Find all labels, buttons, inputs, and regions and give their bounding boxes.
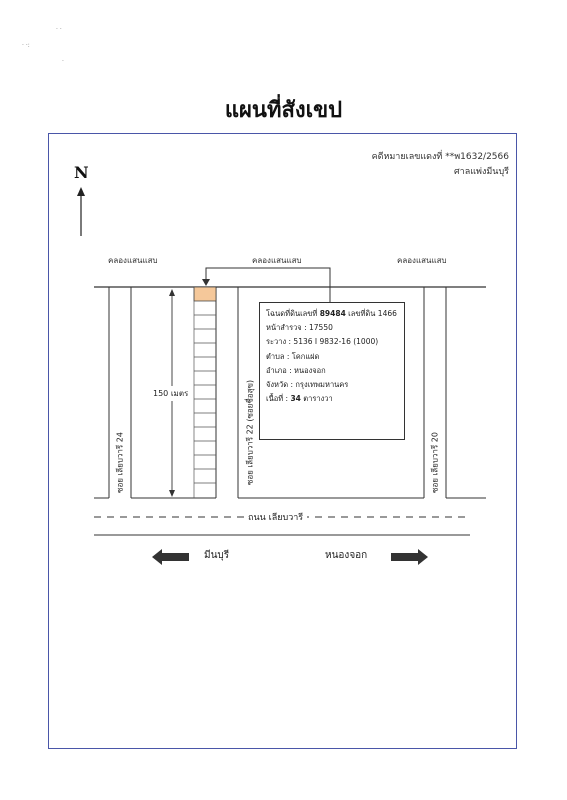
canal-label-left: คลองแสนแสบ bbox=[108, 256, 158, 265]
subject-plot bbox=[193, 286, 217, 302]
scribble-mark: · bbox=[62, 58, 64, 65]
court-name: ศาลแพ่งมีนบุรี bbox=[453, 167, 509, 177]
north-arrow-icon bbox=[77, 187, 85, 236]
case-info: คดีหมายเลขแดงที่ **พ1632/2566 ศาลแพ่งมีน… bbox=[372, 150, 509, 180]
soi-22-road bbox=[215, 287, 424, 499]
north-label: N bbox=[74, 163, 89, 182]
subdistrict: ตำบล : โคกแฝด bbox=[266, 351, 320, 361]
province: จังหวัด : กรุงเทพมหานคร bbox=[266, 380, 349, 390]
soi-24-road bbox=[94, 287, 216, 499]
canal-label-center: คลองแสนแสบ bbox=[252, 256, 302, 265]
map-frame bbox=[48, 133, 517, 749]
scribble-mark: · · bbox=[56, 26, 62, 33]
pointer-arrow bbox=[202, 267, 331, 302]
district: อำเภอ : หนองจอก bbox=[266, 365, 326, 375]
soi-22-label: ซอย เลียบวารี 22 (ซอยชื่อสุข) bbox=[245, 379, 255, 486]
main-road-label: ถนน เลียบวารี bbox=[244, 510, 308, 524]
grid-ref: ระวาง : 5136 I 9832-16 (1000) bbox=[266, 337, 379, 347]
arrow-right-icon bbox=[391, 549, 428, 565]
plot-strip bbox=[193, 286, 217, 498]
direction-left-label: มีนบุรี bbox=[204, 550, 230, 561]
canal-label-right: คลองแสนแสบ bbox=[397, 256, 447, 265]
deed-number: 89484 bbox=[319, 309, 346, 318]
survey-page: หน้าสำรวจ : 17550 bbox=[266, 323, 333, 333]
area-line: เนื้อที่ : 34 ตารางวา bbox=[266, 394, 333, 404]
direction-right-label: หนองจอก bbox=[325, 550, 368, 561]
arrow-left-icon bbox=[152, 549, 189, 565]
soi-20-label: ซอย เลียบวารี 20 bbox=[430, 432, 440, 493]
soi-24-label: ซอย เลียบวารี 24 bbox=[115, 432, 125, 493]
case-number: คดีหมายเลขแดงที่ **พ1632/2566 bbox=[371, 152, 509, 162]
page-title: แผนที่สังเขป bbox=[224, 98, 343, 123]
scribble-mark: · ·: bbox=[22, 42, 30, 49]
deed-info-box: โฉนดที่ดินเลขที่ 89484 เลขที่ดิน 1466 หน… bbox=[259, 302, 405, 440]
area-value: 34 bbox=[290, 394, 301, 404]
soi-20-road bbox=[423, 287, 486, 499]
deed-number-line: โฉนดที่ดินเลขที่ 89484 เลขที่ดิน 1466 bbox=[266, 309, 397, 318]
length-label: 150 เมตร bbox=[153, 386, 189, 401]
